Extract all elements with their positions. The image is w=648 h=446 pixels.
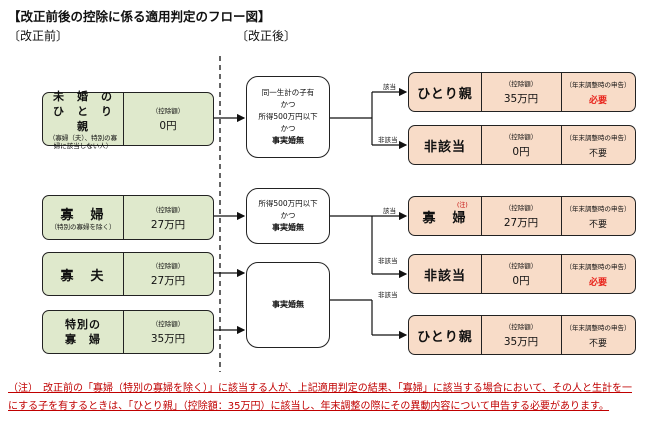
deduction-label: （控除額） <box>151 262 185 270</box>
before-amount: 35万円 <box>150 333 186 345</box>
condition-line: 同一生計の子有 <box>261 88 315 97</box>
year-end-label: （年末調整時の申告） <box>565 133 631 142</box>
condition-box-3: 事実婚無 <box>246 262 330 348</box>
condition-bold: 事実婚無 <box>272 223 304 232</box>
condition-line: かつ <box>280 211 296 220</box>
after-label: 〔改正後〕 <box>236 29 297 43</box>
result-report: 不要 <box>588 338 607 349</box>
result-report: 不要 <box>588 148 607 159</box>
condition-line: かつ <box>280 100 296 109</box>
deduction-label: （控除額） <box>504 204 538 212</box>
condition-line: 所得500万円以下 <box>258 112 318 121</box>
result-box-3: 寡 婦 (注) （控除額） 27万円 （年末調整時の申告） 不要 <box>408 196 636 236</box>
result-box-5: ひとり親 （控除額） 35万円 （年末調整時の申告） 不要 <box>408 315 636 355</box>
footnote: （注） 改正前の「寡婦（特別の寡婦を除く）」に該当する人が、上記適用判定の結果、… <box>8 383 632 412</box>
diagram-title: 【改正前後の控除に係る適用判定のフロー図】 <box>8 9 271 24</box>
before-name-line-1: 特別の <box>65 318 101 331</box>
before-name-line-1: 未 婚 の <box>53 89 113 103</box>
result-box-2: 非該当 （控除額） 0円 （年末調整時の申告） 不要 <box>408 125 636 165</box>
condition-bold: 事実婚無 <box>272 136 304 145</box>
condition-box-2: 所得500万円以下 かつ 事実婚無 <box>246 188 330 244</box>
condition-box-1: 同一生計の子有 かつ 所得500万円以下 かつ 事実婚無 <box>246 76 330 158</box>
note-mark: (注) <box>457 202 468 209</box>
branch-label-no-1: 非該当 <box>378 136 398 144</box>
condition-line: 所得500万円以下 <box>258 199 318 208</box>
result-amount: 0円 <box>512 275 530 287</box>
before-label: 〔改正前〕 <box>8 29 69 43</box>
deduction-label: （控除額） <box>151 107 185 115</box>
result-name: 非該当 <box>423 139 466 155</box>
condition-line: かつ <box>280 124 296 133</box>
before-box-unmarried-single-parent: 未 婚 の ひ と り 親 （寡婦（夫）、特別の寡婦に該当しない人） （控除額）… <box>42 89 214 150</box>
deduction-label: （控除額） <box>151 320 185 328</box>
branch-label-no-3: 非該当 <box>378 291 398 299</box>
result-amount: 35万円 <box>503 93 539 105</box>
result-report: 不要 <box>588 219 607 230</box>
branch-label-yes-1: 該当 <box>383 83 396 91</box>
before-name-sub: （特別の寡婦を除く） <box>50 223 116 231</box>
before-amount: 27万円 <box>150 275 186 287</box>
before-amount: 0円 <box>159 120 177 132</box>
year-end-label: （年末調整時の申告） <box>565 80 631 89</box>
year-end-label: （年末調整時の申告） <box>565 323 631 332</box>
result-amount: 0円 <box>512 146 530 158</box>
result-amount: 27万円 <box>503 217 539 229</box>
result-name: ひとり親 <box>417 86 473 102</box>
before-name-line-2: ひ と り 親 <box>53 104 125 133</box>
before-box-widow: 寡 婦 （特別の寡婦を除く） （控除額） 27万円 <box>42 195 214 240</box>
year-end-label: （年末調整時の申告） <box>565 262 631 271</box>
condition-bold: 事実婚無 <box>272 300 304 309</box>
result-name: ひとり親 <box>417 329 473 345</box>
year-end-label: （年末調整時の申告） <box>565 204 631 213</box>
before-name-sub: （寡婦（夫）、特別の寡婦に該当しない人） <box>48 133 118 150</box>
result-name: 非該当 <box>423 268 466 284</box>
deduction-label: （控除額） <box>504 323 538 331</box>
deduction-label: （控除額） <box>504 133 538 141</box>
result-report: 必要 <box>588 277 607 288</box>
result-box-1: ひとり親 （控除額） 35万円 （年末調整時の申告） 必要 <box>408 72 636 112</box>
before-amount: 27万円 <box>150 218 186 231</box>
deduction-label: （控除額） <box>151 205 185 214</box>
deduction-label: （控除額） <box>504 262 538 270</box>
before-name-line-2: 寡 婦 <box>65 333 101 346</box>
deduction-label: （控除額） <box>504 80 538 88</box>
before-name: 寡 夫 <box>60 268 106 284</box>
result-amount: 35万円 <box>503 336 539 348</box>
before-name: 寡 婦 <box>60 208 106 223</box>
branch-label-yes-2: 該当 <box>383 207 396 215</box>
result-box-4: 非該当 （控除額） 0円 （年末調整時の申告） 必要 <box>408 254 636 294</box>
result-report: 必要 <box>588 95 607 106</box>
before-box-widower: 寡 夫 （控除額） 27万円 <box>42 252 214 296</box>
branch-label-no-2: 非該当 <box>378 257 398 265</box>
result-name: 寡 婦 <box>422 210 468 226</box>
before-box-special-widow: 特別の 寡 婦 （控除額） 35万円 <box>42 310 214 354</box>
